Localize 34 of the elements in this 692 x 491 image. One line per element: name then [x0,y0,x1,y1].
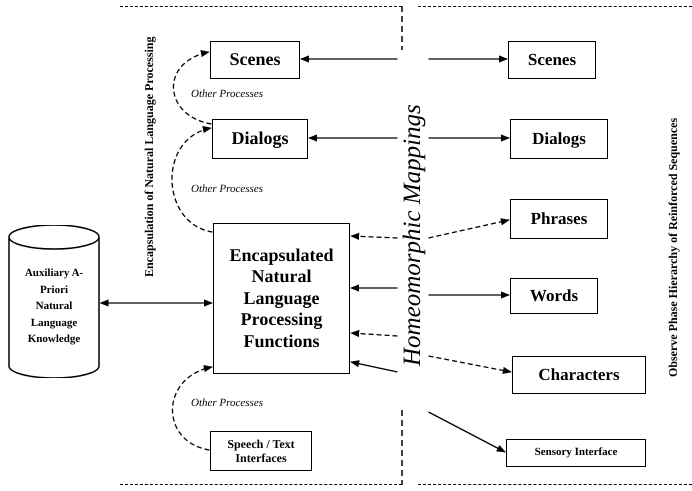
process-box: Dialogs [510,119,608,159]
arrow [428,291,510,299]
arrow [308,134,398,142]
arrow [100,299,213,307]
arrow [428,55,508,63]
arrow [350,232,398,240]
process-box: Scenes [508,41,596,79]
process-box: Encapsulated Natural Language Processing Functions [213,223,350,374]
process-box: Speech / Text Interfaces [210,431,312,471]
process-box: Phrases [510,199,608,239]
mapping-label: Homeomorphic Mappings [398,50,428,420]
arrow [350,284,398,292]
arrow [428,218,510,239]
dashed-region [120,6,402,485]
process-box: Words [510,278,598,314]
edge-label: Other Processes [190,183,264,195]
arrow [171,127,213,233]
process-box: Sensory Interface [506,439,646,467]
process-box: Characters [512,356,646,394]
region-title: Encapsulation of Natural Language Processing [142,36,157,280]
arrow [428,134,510,142]
arrow [350,360,398,373]
arrow [172,366,213,451]
process-box: Scenes [210,41,300,79]
edge-label: Other Processes [190,88,264,100]
arrow [350,330,398,338]
arrow [428,411,506,453]
process-box: Dialogs [212,119,308,159]
database-cylinder: Auxiliary A-Priori Natural Language Knowledge [8,225,100,378]
edge-label: Other Processes [190,397,264,409]
arrow [300,55,398,63]
arrow [428,355,512,374]
arrow [172,50,212,125]
region-title: Observe Phase Hierarchy of Reinforced Sequences [666,116,681,379]
